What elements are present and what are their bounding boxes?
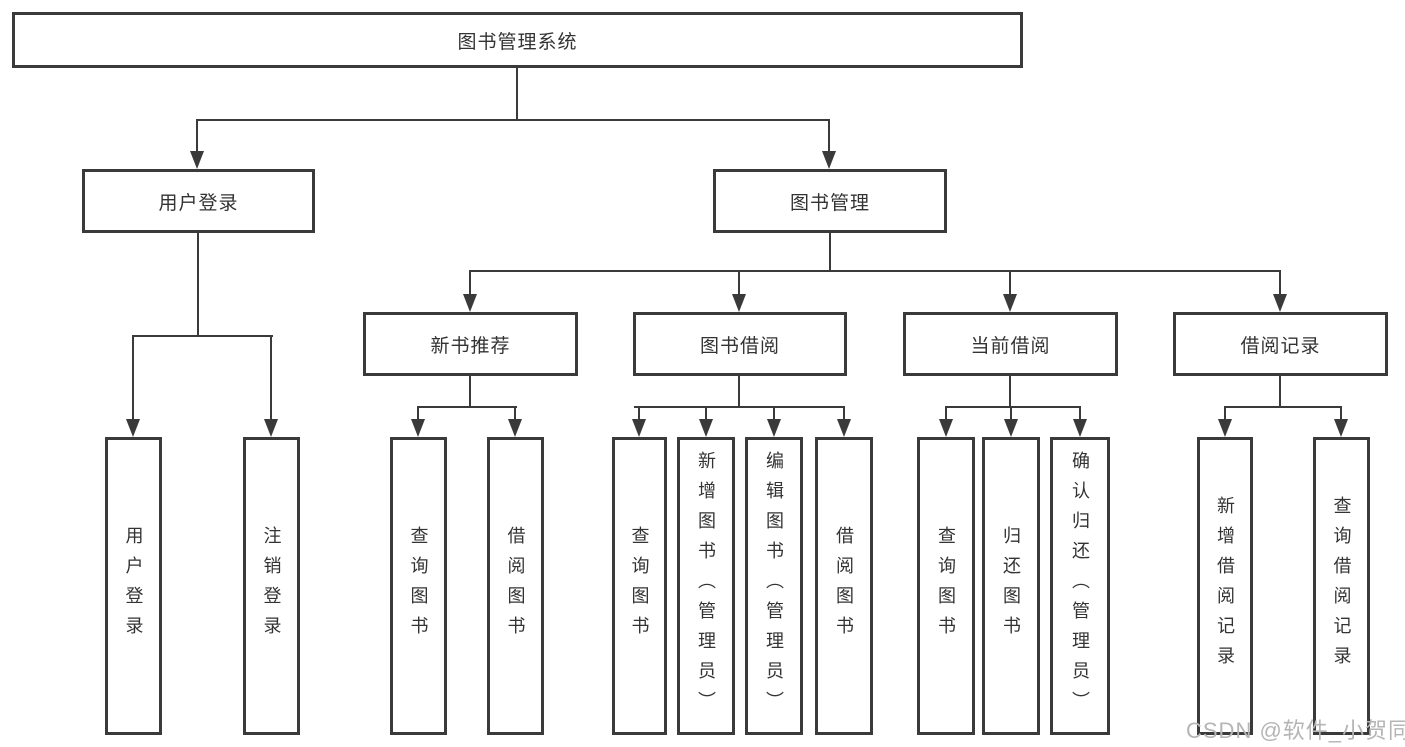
node-label: 新书推荐 [430,335,511,357]
arrow-down-icon [837,419,851,437]
connector-book-management-stem [829,233,831,270]
connector-drop-leaf [1010,406,1012,423]
connector-drop-book-borrowing [738,270,740,298]
node-label: 查询图书 [936,526,956,646]
node-label: 查询借阅记录 [1331,496,1352,676]
connector-drop-leaf [132,335,134,423]
connector-level2-bus [196,119,830,121]
connector-drop-leaf [270,335,272,423]
node-label: 查询图书 [408,526,429,646]
node-label: 图书管理系统 [457,31,578,53]
arrow-down-icon [264,419,278,437]
arrow-down-icon [508,419,522,437]
connector-drop-user-login [196,119,198,153]
leaf-query-books-recommend: 查询图书 [390,437,447,735]
connector-drop-new-book [469,270,471,298]
connector-drop-leaf [417,406,419,423]
node-label: 用户登录 [123,526,144,646]
node-label: 编辑图书（管理员） [764,451,784,721]
node-label: 查询图书 [629,526,650,646]
node-new-book-recommendation: 新书推荐 [363,312,578,376]
connector-drop-leaf [1224,406,1226,423]
arrow-down-icon [1003,294,1017,312]
connector-user-login-bus [132,335,273,337]
connector-stem [1009,376,1011,406]
connector-bus [417,406,517,408]
connector-drop-leaf [945,406,947,423]
node-label: 确认归还（管理员） [1070,451,1090,721]
arrow-down-icon [1334,419,1348,437]
connector-drop-leaf [773,406,775,423]
leaf-edit-books-admin: 编辑图书（管理员） [745,437,803,735]
leaf-query-borrow-record: 查询借阅记录 [1313,437,1370,735]
arrow-down-icon [939,419,953,437]
leaf-add-borrow-record: 新增借阅记录 [1197,437,1253,735]
connector-drop-leaf [638,406,640,423]
arrow-down-icon [411,419,425,437]
node-library-management-system: 图书管理系统 [12,12,1023,68]
connector-drop-book-management [828,119,830,153]
arrow-down-icon [822,151,836,169]
connector-bus [1224,406,1342,408]
connector-bus [945,406,1081,408]
leaf-user-login: 用户登录 [105,437,162,735]
node-current-borrowing: 当前借阅 [903,312,1118,376]
node-label: 借阅图书 [505,526,526,646]
arrow-down-icon [463,294,477,312]
node-label: 图书管理 [789,192,870,214]
connector-stem [738,376,740,406]
arrow-down-icon [632,419,646,437]
leaf-query-books-current: 查询图书 [917,437,975,735]
node-label: 借阅记录 [1240,335,1321,357]
node-label: 新增图书（管理员） [696,451,716,721]
leaf-return-books: 归还图书 [982,437,1040,735]
arrow-down-icon [732,294,746,312]
connector-level3-bus [469,270,1281,272]
node-book-borrowing: 图书借阅 [633,312,847,376]
arrow-down-icon [1218,419,1232,437]
leaf-borrow-books-recommend: 借阅图书 [487,437,544,735]
leaf-add-books-admin: 新增图书（管理员） [677,437,735,735]
node-label: 用户登录 [158,192,239,214]
connector-stem [469,376,471,406]
arrow-down-icon [1004,419,1018,437]
connector-bus [634,406,845,408]
node-label: 归还图书 [1001,526,1021,646]
arrow-down-icon [699,419,713,437]
node-borrowing-records: 借阅记录 [1173,312,1388,376]
connector-drop-leaf [1340,406,1342,423]
leaf-confirm-return-admin: 确认归还（管理员） [1050,437,1110,735]
connector-drop-current-borrowing [1009,270,1011,298]
connector-drop-leaf [843,406,845,423]
arrow-down-icon [767,419,781,437]
leaf-query-books-borrowing: 查询图书 [612,437,667,735]
connector-drop-leaf [1079,406,1081,423]
arrow-down-icon [1273,294,1287,312]
connector-user-login-stem [197,233,199,335]
node-label: 借阅图书 [834,526,854,646]
leaf-logout-login: 注销登录 [243,437,300,735]
node-label: 新增借阅记录 [1215,496,1235,676]
node-user-login: 用户登录 [82,169,315,233]
arrow-down-icon [190,151,204,169]
node-label: 注销登录 [261,526,282,646]
arrow-down-icon [126,419,140,437]
connector-drop-leaf [705,406,707,423]
connector-root-stem [516,68,518,120]
node-book-management: 图书管理 [713,169,947,233]
connector-drop-leaf [514,406,516,423]
node-label: 当前借阅 [970,335,1051,357]
watermark: CSDN @软件_小贺同学 [1186,718,1405,743]
arrow-down-icon [1073,419,1087,437]
node-label: 图书借阅 [699,335,780,357]
leaf-borrow-books-borrowing: 借阅图书 [815,437,873,735]
connector-stem [1279,376,1281,406]
connector-drop-borrowing-records [1279,270,1281,298]
